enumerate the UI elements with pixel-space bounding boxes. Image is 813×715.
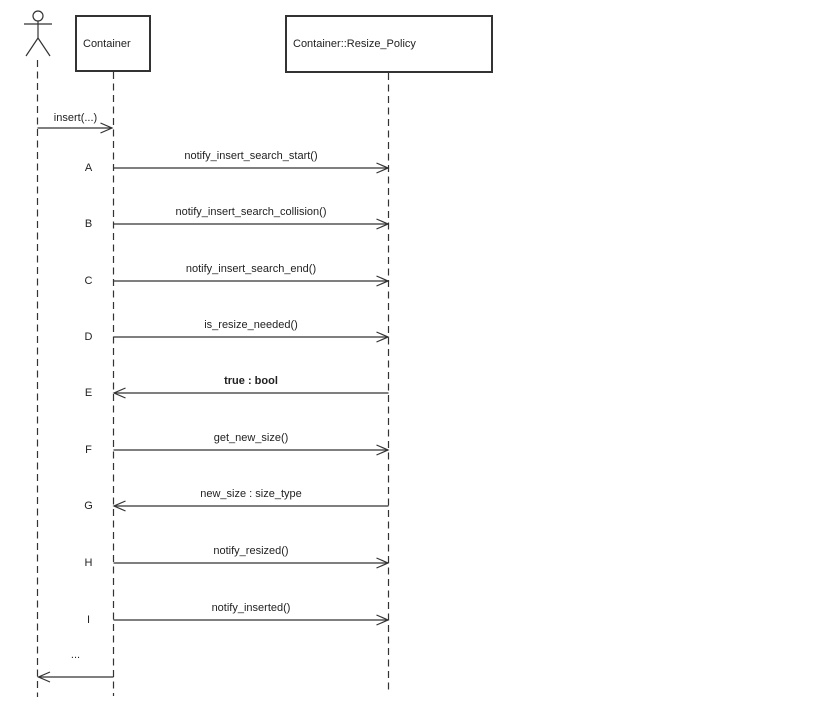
message-letter-d: D <box>84 331 93 343</box>
message-label-a: notify_insert_search_start() <box>184 150 318 162</box>
message-letter-f: F <box>85 444 92 456</box>
message-label-b: notify_insert_search_collision() <box>175 206 327 218</box>
message-letter-c: C <box>84 275 93 287</box>
participant-container: Container <box>75 15 151 72</box>
message-label-i: notify_inserted() <box>211 602 291 614</box>
message-label-e: true : bool <box>224 375 278 387</box>
message-label-insert: insert(...) <box>53 112 98 124</box>
participant-container-label: Container <box>83 37 131 50</box>
message-letter-h: H <box>84 557 93 569</box>
participant-resize-policy-label: Container::Resize_Policy <box>293 38 416 50</box>
message-label-d: is_resize_needed() <box>204 319 298 331</box>
message-letter-i: I <box>86 614 91 626</box>
participant-resize-policy: Container::Resize_Policy <box>285 15 493 73</box>
message-label-c: notify_insert_search_end() <box>185 263 317 275</box>
message-label-f: get_new_size() <box>213 432 289 444</box>
message-label-ellipsis: ... <box>70 649 81 661</box>
message-letter-g: G <box>84 500 93 512</box>
message-letter-e: E <box>84 387 93 399</box>
message-label-g: new_size : size_type <box>200 488 302 500</box>
message-letter-b: B <box>84 218 93 230</box>
message-label-h: notify_resized() <box>213 545 289 557</box>
message-letter-a: A <box>84 162 93 174</box>
actor-icon <box>24 10 52 57</box>
